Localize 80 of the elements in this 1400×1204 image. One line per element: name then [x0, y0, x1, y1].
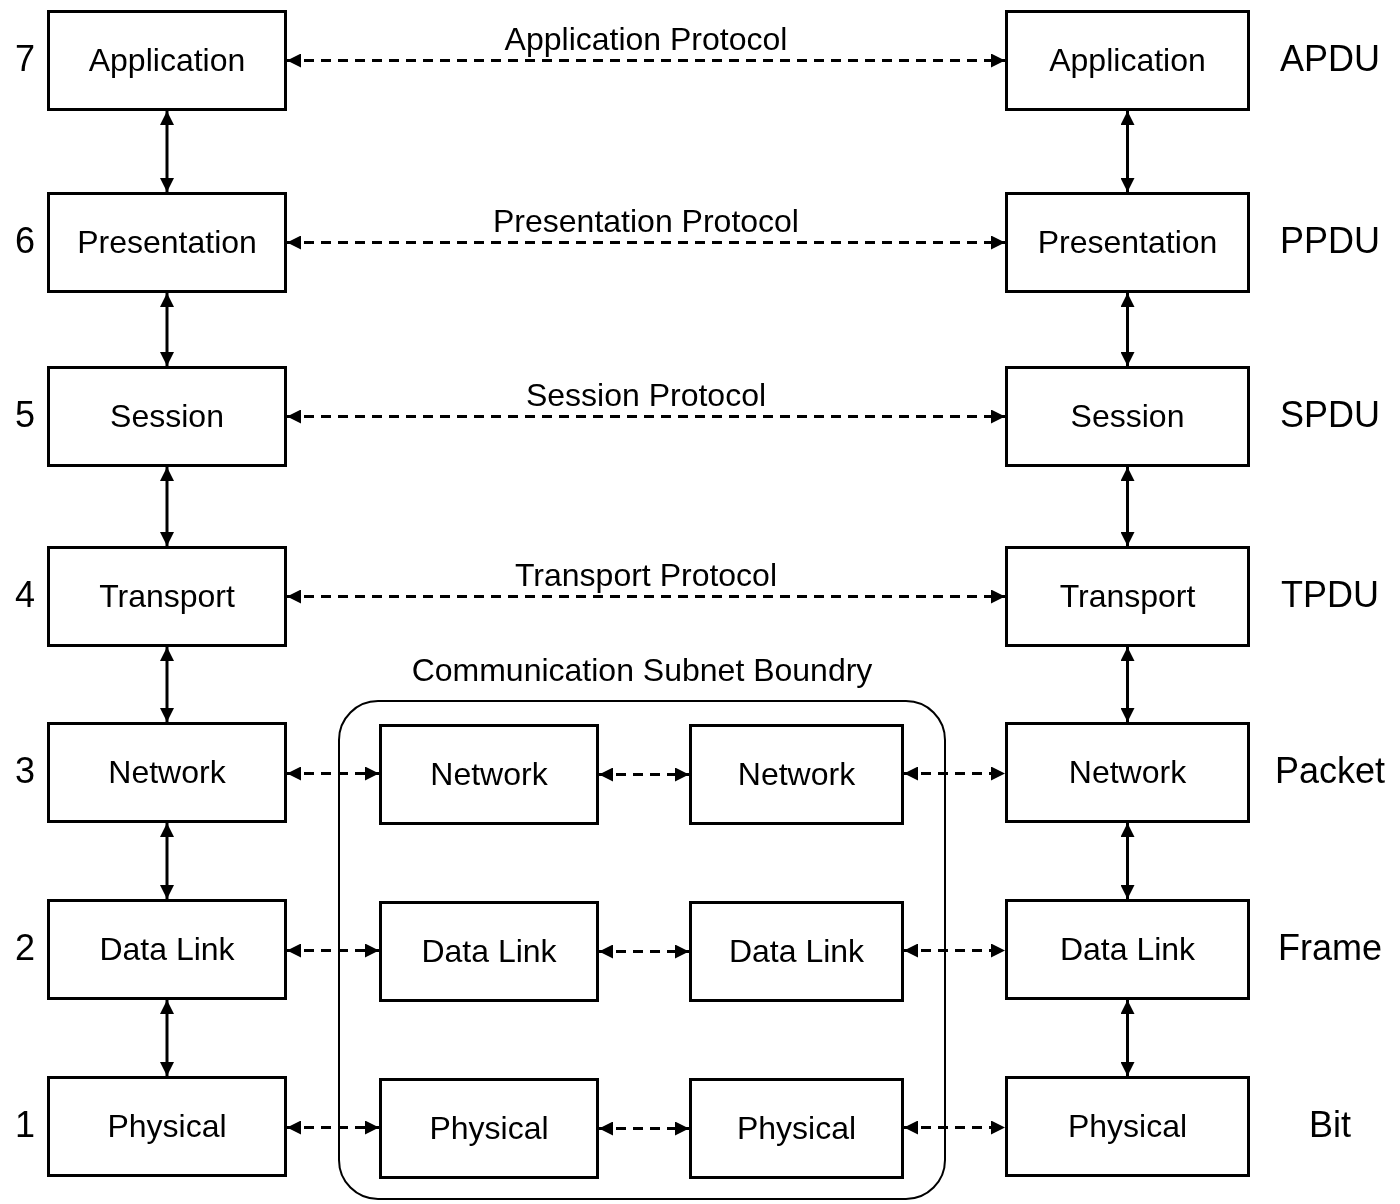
layer-name: Physical [429, 1110, 549, 1147]
arrow [287, 1120, 379, 1135]
arrow [287, 53, 1005, 68]
layer-name: Data Link [421, 933, 557, 970]
arrow [904, 766, 1005, 781]
layer-name: Data Link [728, 933, 865, 970]
pdu-name: Frame [1277, 927, 1383, 969]
arrow [160, 1000, 174, 1076]
layer-name: Session [110, 398, 224, 435]
arrow [1120, 111, 1135, 192]
layer-name: Network [1068, 754, 1187, 791]
layer-box [379, 1078, 599, 1179]
pdu-name: Packet [1273, 750, 1387, 792]
layer-box [47, 546, 287, 647]
layer-name: Network [737, 756, 856, 793]
layer-number: 7 [14, 38, 36, 80]
layer-box [1005, 722, 1250, 823]
layer-name: Session [1070, 398, 1185, 435]
layer-number: 2 [14, 927, 36, 969]
pdu-name: APDU [1279, 38, 1381, 80]
layer-name: Presentation [77, 224, 257, 261]
layer-box [47, 10, 287, 111]
arrow [904, 1120, 1005, 1135]
pdu-name: TPDU [1280, 574, 1380, 616]
layer-box [1005, 192, 1250, 293]
layer-name: Transport [99, 578, 235, 615]
arrow [1120, 823, 1135, 899]
arrow [287, 409, 1005, 424]
layer-number: 6 [14, 220, 36, 262]
layer-name: Transport [1059, 578, 1196, 615]
layer-number: 4 [14, 574, 36, 616]
arrow [904, 943, 1005, 958]
layer-name: Presentation [1037, 224, 1218, 261]
arrow [1120, 293, 1135, 366]
layer-box [689, 901, 904, 1002]
arrow [160, 467, 174, 546]
pdu-name: PPDU [1279, 220, 1381, 262]
layer-box [1005, 366, 1250, 467]
layer-name: Physical [736, 1110, 857, 1147]
arrow [287, 589, 1005, 604]
layer-number: 1 [14, 1104, 36, 1146]
layer-box [689, 1078, 904, 1179]
layer-box [689, 724, 904, 825]
arrow [160, 647, 174, 722]
layer-box [379, 724, 599, 825]
layer-box [379, 901, 599, 1002]
layer-box [47, 722, 287, 823]
layer-box [47, 192, 287, 293]
pdu-name: SPDU [1279, 394, 1381, 436]
layer-box [1005, 10, 1250, 111]
layer-name: Data Link [99, 931, 235, 968]
arrow [287, 943, 379, 958]
arrow [160, 293, 174, 366]
arrow [160, 111, 174, 192]
layer-box [1005, 546, 1250, 647]
arrow [287, 766, 379, 781]
layer-box [47, 366, 287, 467]
boundary-title: Communication Subnet Boundry [410, 652, 874, 689]
pdu-name: Bit [1308, 1104, 1352, 1146]
layer-name: Network [430, 756, 548, 793]
layer-name: Application [1049, 42, 1206, 79]
layer-box [47, 1076, 287, 1177]
layer-number: 5 [14, 394, 36, 436]
layer-name: Physical [1067, 1108, 1188, 1145]
arrow [1120, 1000, 1135, 1076]
layer-box [1005, 899, 1250, 1000]
layer-name: Data Link [1059, 931, 1196, 968]
arrow [599, 1121, 689, 1136]
arrow [1120, 647, 1135, 722]
layer-name: Physical [107, 1108, 227, 1145]
arrow [599, 944, 689, 959]
layer-number: 3 [14, 750, 36, 792]
arrow [1120, 467, 1135, 546]
arrow [287, 235, 1005, 250]
layer-box [1005, 1076, 1250, 1177]
arrow [599, 767, 689, 782]
layer-name: Network [108, 754, 226, 791]
arrow [160, 823, 174, 899]
layer-name: Application [88, 42, 246, 79]
layer-box [47, 899, 287, 1000]
